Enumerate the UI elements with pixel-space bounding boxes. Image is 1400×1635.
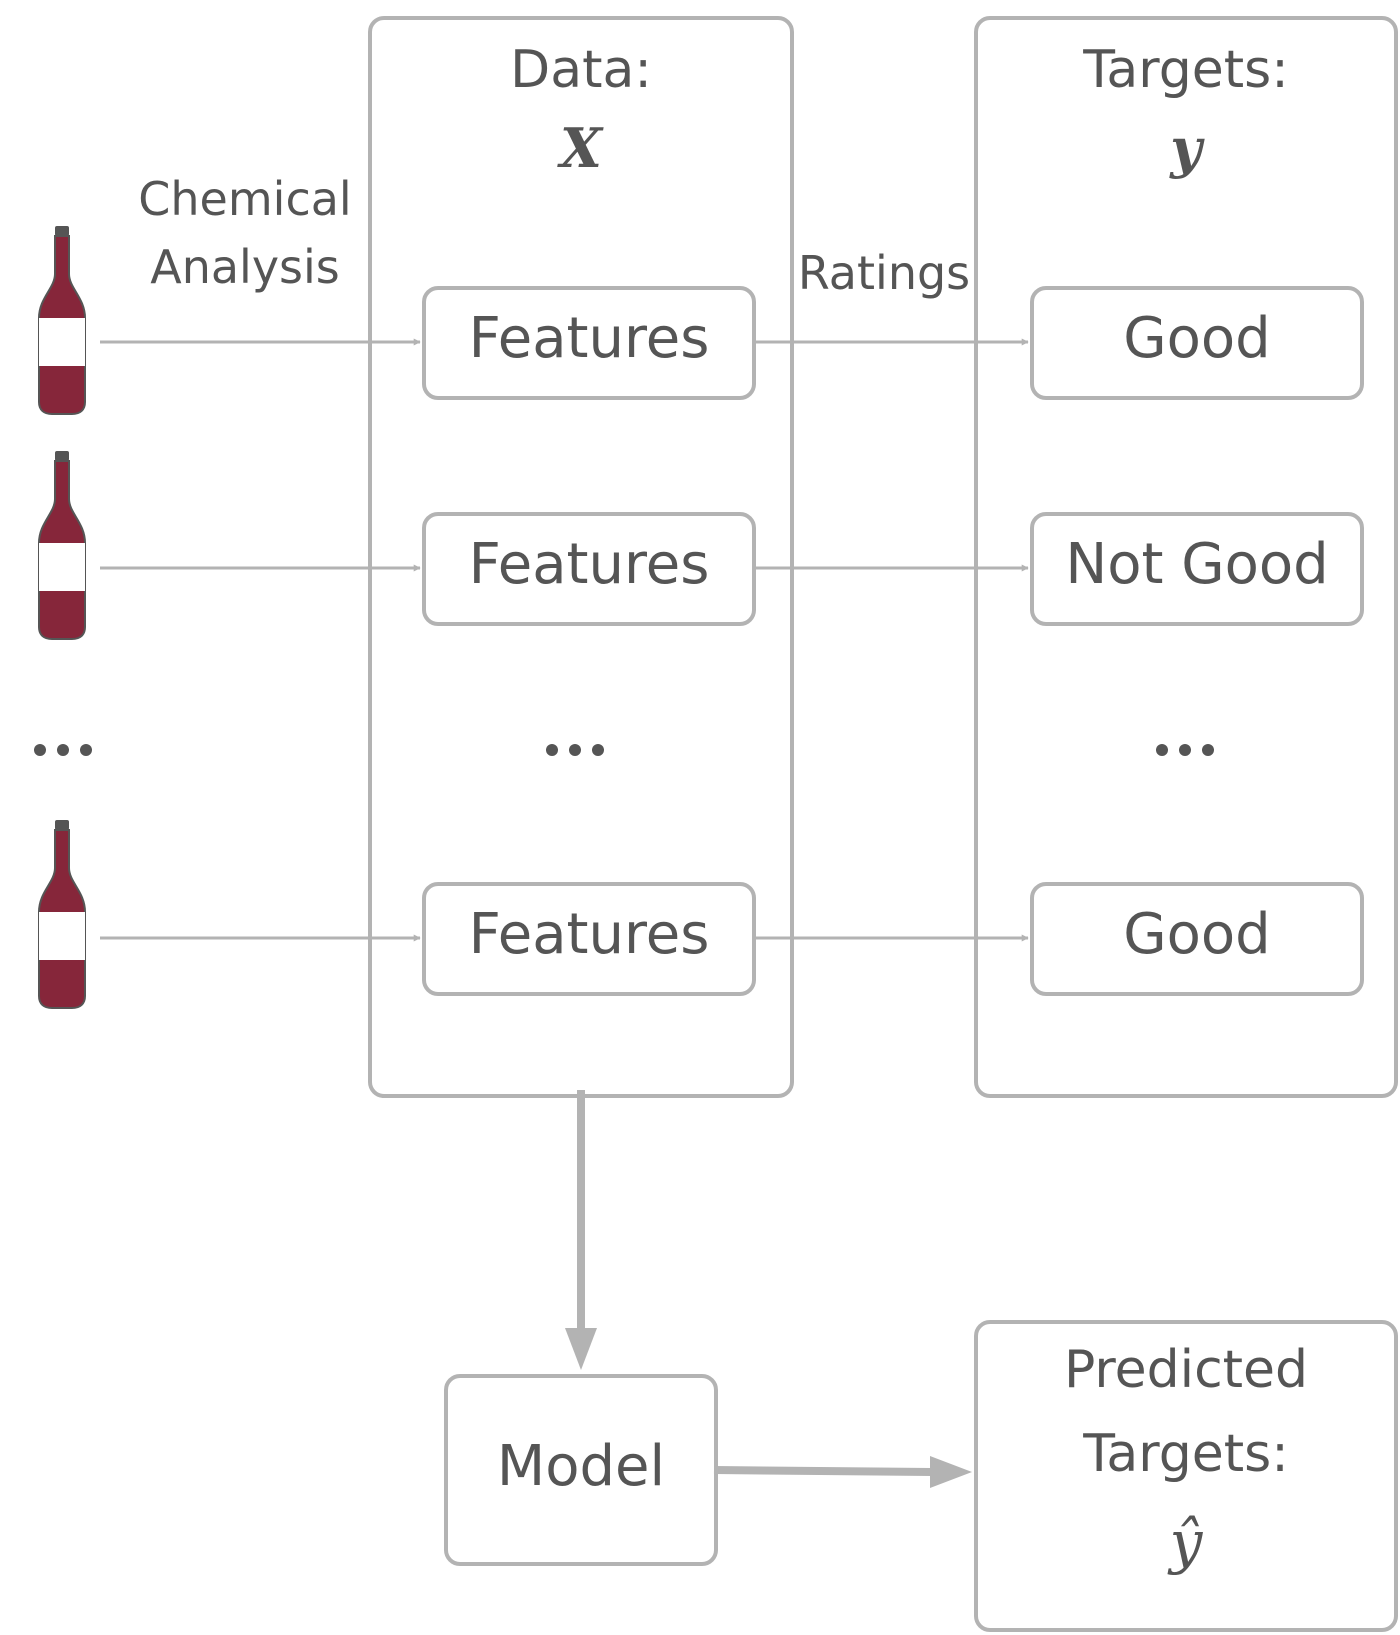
chemical-analysis-label-line1: Chemical <box>138 172 352 226</box>
predicted-title-line1: Predicted <box>1063 1340 1309 1400</box>
targets-panel-title: Targets: <box>1083 40 1289 100</box>
predicted-symbol: ŷ <box>1169 1508 1203 1576</box>
model-label: Model <box>496 1434 666 1499</box>
ellipsis-data <box>546 744 604 756</box>
targets-panel <box>974 16 1398 1098</box>
arrow-data-to-model-head <box>565 1328 597 1370</box>
target-box <box>1030 882 1364 996</box>
feature-label: Features <box>468 902 710 967</box>
targets-panel-symbol: y <box>1170 116 1202 180</box>
target-label: Good <box>1123 306 1271 371</box>
predicted-title-line2: Targets: <box>1083 1424 1289 1484</box>
target-label: Good <box>1123 902 1271 967</box>
ellipsis-left <box>34 744 92 756</box>
feature-box <box>422 286 756 400</box>
ellipsis-targets <box>1156 744 1214 756</box>
feature-label: Features <box>468 306 710 371</box>
target-box <box>1030 512 1364 626</box>
target-box <box>1030 286 1364 400</box>
arrow-model-to-predicted-head <box>930 1456 972 1488</box>
predicted-panel <box>974 1320 1398 1632</box>
feature-label: Features <box>468 532 710 597</box>
data-panel-symbol: X <box>560 116 602 180</box>
wine-bottle-icon <box>38 450 86 640</box>
target-label: Not Good <box>1065 532 1329 597</box>
wine-bottle-icon <box>38 819 86 1009</box>
feature-box <box>422 512 756 626</box>
ratings-label: Ratings <box>797 246 971 300</box>
feature-box <box>422 882 756 996</box>
wine-bottle-icon <box>38 225 86 415</box>
chemical-analysis-label-line2: Analysis <box>150 240 340 294</box>
data-panel-title: Data: <box>510 40 652 100</box>
arrow-model-to-predicted <box>713 1466 933 1476</box>
